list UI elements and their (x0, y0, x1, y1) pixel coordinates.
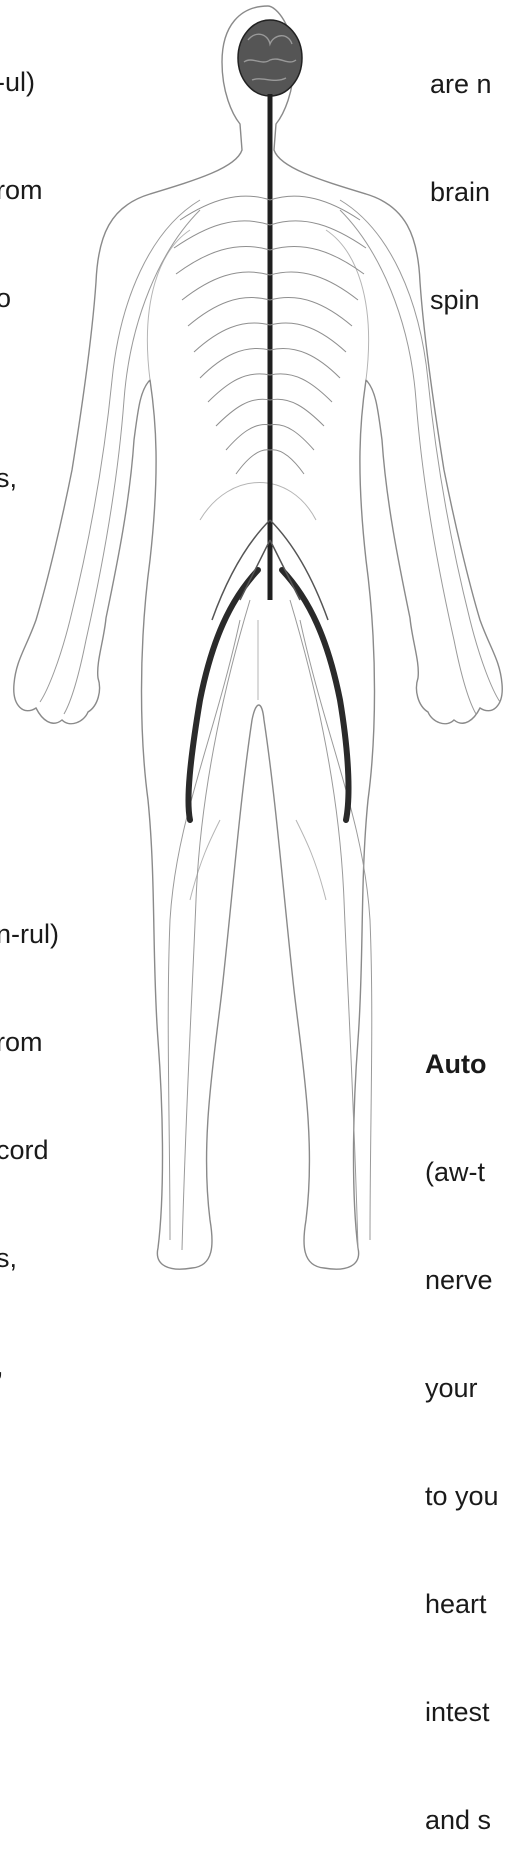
text-line: to you (425, 1478, 499, 1514)
text-line: your (425, 1370, 499, 1406)
text-line: intest (425, 1694, 499, 1730)
text-line: and s (425, 1802, 499, 1838)
nervous-system-body-illustration (0, 0, 512, 1278)
brain (238, 20, 302, 96)
text-line: heart (425, 1586, 499, 1622)
text-line: , (0, 1348, 59, 1384)
